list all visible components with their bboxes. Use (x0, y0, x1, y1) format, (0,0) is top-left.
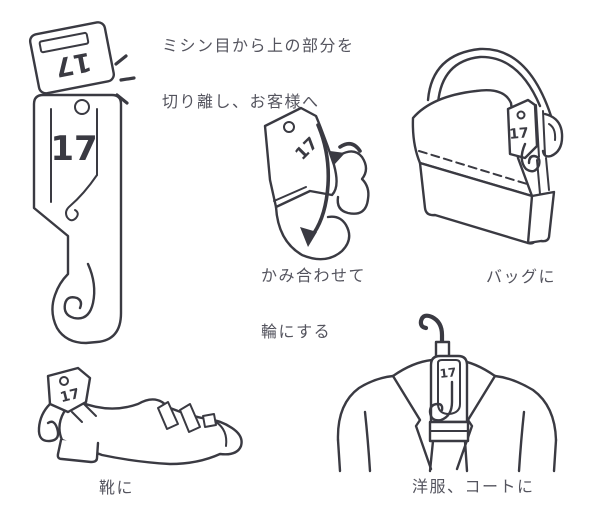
shoe-strap-1 (157, 401, 179, 430)
stub-number: 17 (53, 46, 94, 82)
stub-slot (38, 31, 90, 54)
bag-tag-handle-pass (535, 104, 546, 158)
coat-tag-hook-outline (428, 380, 454, 422)
shoe-tag-wrap-lines (71, 403, 97, 423)
coat-tag-number: 17 (439, 365, 457, 381)
coat-illustration: 17 (335, 310, 565, 473)
shoe-heel-block (56, 438, 100, 464)
loop-caption-line2: 輪にする (261, 322, 332, 341)
loop-caption: かみ合わせて 輪にする (261, 262, 366, 346)
tear-off-stub: 17 (28, 21, 116, 95)
loop-bottom-band (274, 205, 351, 261)
bag-illustration: 17 (398, 28, 580, 263)
shoe-icon: 17 (37, 366, 243, 466)
shoe-illustration: 17 (20, 356, 255, 481)
claim-tag-illustration: 17 17 (18, 12, 148, 347)
shoe-tag-loop (37, 402, 60, 443)
shoe-buckle (202, 413, 217, 428)
bag-tag-number: 17 (509, 125, 530, 143)
bag-tag-strap-end-inner (548, 123, 557, 141)
loop-illustration: 17 (250, 95, 375, 265)
loop-icon: 17 (263, 106, 370, 261)
loop-tag-hole (283, 121, 295, 133)
tear-off-line1: ミシン目から上の部分を (162, 36, 355, 55)
shoe-strap-2 (179, 403, 201, 433)
loop-caption-line1: かみ合わせて (261, 266, 367, 285)
tag-body (32, 93, 123, 345)
tear-off-line2: 切り離し、お客様へ (162, 92, 320, 111)
tag-hole (74, 99, 90, 115)
shoe-caption: 靴に (99, 478, 135, 497)
shoe-tag-number: 17 (59, 386, 82, 406)
tear-off-instruction: ミシン目から上の部分を 切り離し、お客様へ (162, 32, 355, 116)
claim-tag-icon: 17 17 (28, 21, 136, 345)
coat-hanger-icon: 17 (336, 313, 558, 473)
coat-caption: 洋服、コートに (412, 477, 535, 496)
loop-strap-end (336, 150, 370, 215)
coat-tag-inner-panel (437, 359, 461, 415)
bag-handle-outer (426, 47, 553, 118)
hanger-hook-icon (418, 313, 445, 347)
bag-tag-face (506, 98, 539, 160)
bag-stitch-line (418, 150, 528, 185)
bag-tag-hole (516, 110, 526, 120)
bag-body-side (526, 190, 556, 245)
tag-number: 17 (50, 129, 97, 169)
loop-face-fold (273, 186, 307, 202)
bag-caption: バッグに (486, 267, 557, 286)
shoe-toe-cap-line (215, 421, 228, 447)
bag-icon: 17 (411, 47, 564, 245)
shoe-outline (58, 398, 243, 466)
bag-tag-strap-end (541, 112, 564, 158)
bag-tag-hook-curl (520, 142, 541, 173)
fold-arrow-large-head (300, 227, 317, 247)
tag-hook-curl (63, 262, 96, 320)
fold-arrow-large (312, 123, 331, 235)
fold-arrow-small-head (330, 151, 345, 165)
shoe-tag-hole (59, 376, 69, 386)
bag-handle-inner (436, 55, 542, 108)
fold-arrow-small (338, 142, 362, 153)
tag-inner-panel (50, 108, 98, 222)
